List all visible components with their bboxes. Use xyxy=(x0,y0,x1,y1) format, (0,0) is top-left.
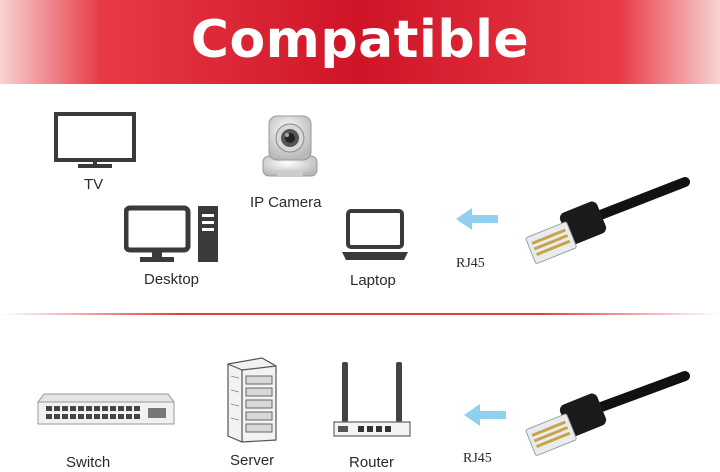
compatible-banner: Compatible xyxy=(0,0,720,84)
arrow-left-icon xyxy=(456,206,500,232)
network-switch-icon xyxy=(36,392,176,432)
banner-title: Compatible xyxy=(190,10,530,70)
rj45-cable-icon xyxy=(525,368,695,468)
tv-label: TV xyxy=(84,176,104,193)
ip-camera-label: IP Camera xyxy=(250,194,322,211)
router-icon xyxy=(330,360,414,444)
ip-camera-icon xyxy=(255,108,325,182)
rj45-cable-icon xyxy=(525,176,695,276)
tv-icon xyxy=(52,110,138,170)
server-rack-icon xyxy=(222,356,282,444)
rj45-label: RJ45 xyxy=(463,451,492,466)
desktop-computer-icon xyxy=(124,204,220,266)
router-label: Router xyxy=(349,454,395,471)
server-label: Server xyxy=(230,452,275,469)
laptop-icon xyxy=(340,208,410,264)
section-divider xyxy=(0,313,720,315)
switch-label: Switch xyxy=(66,454,111,471)
rj45-label: RJ45 xyxy=(456,256,485,271)
arrow-left-icon xyxy=(464,402,508,428)
desktop-label: Desktop xyxy=(144,271,200,288)
laptop-label: Laptop xyxy=(350,272,396,289)
